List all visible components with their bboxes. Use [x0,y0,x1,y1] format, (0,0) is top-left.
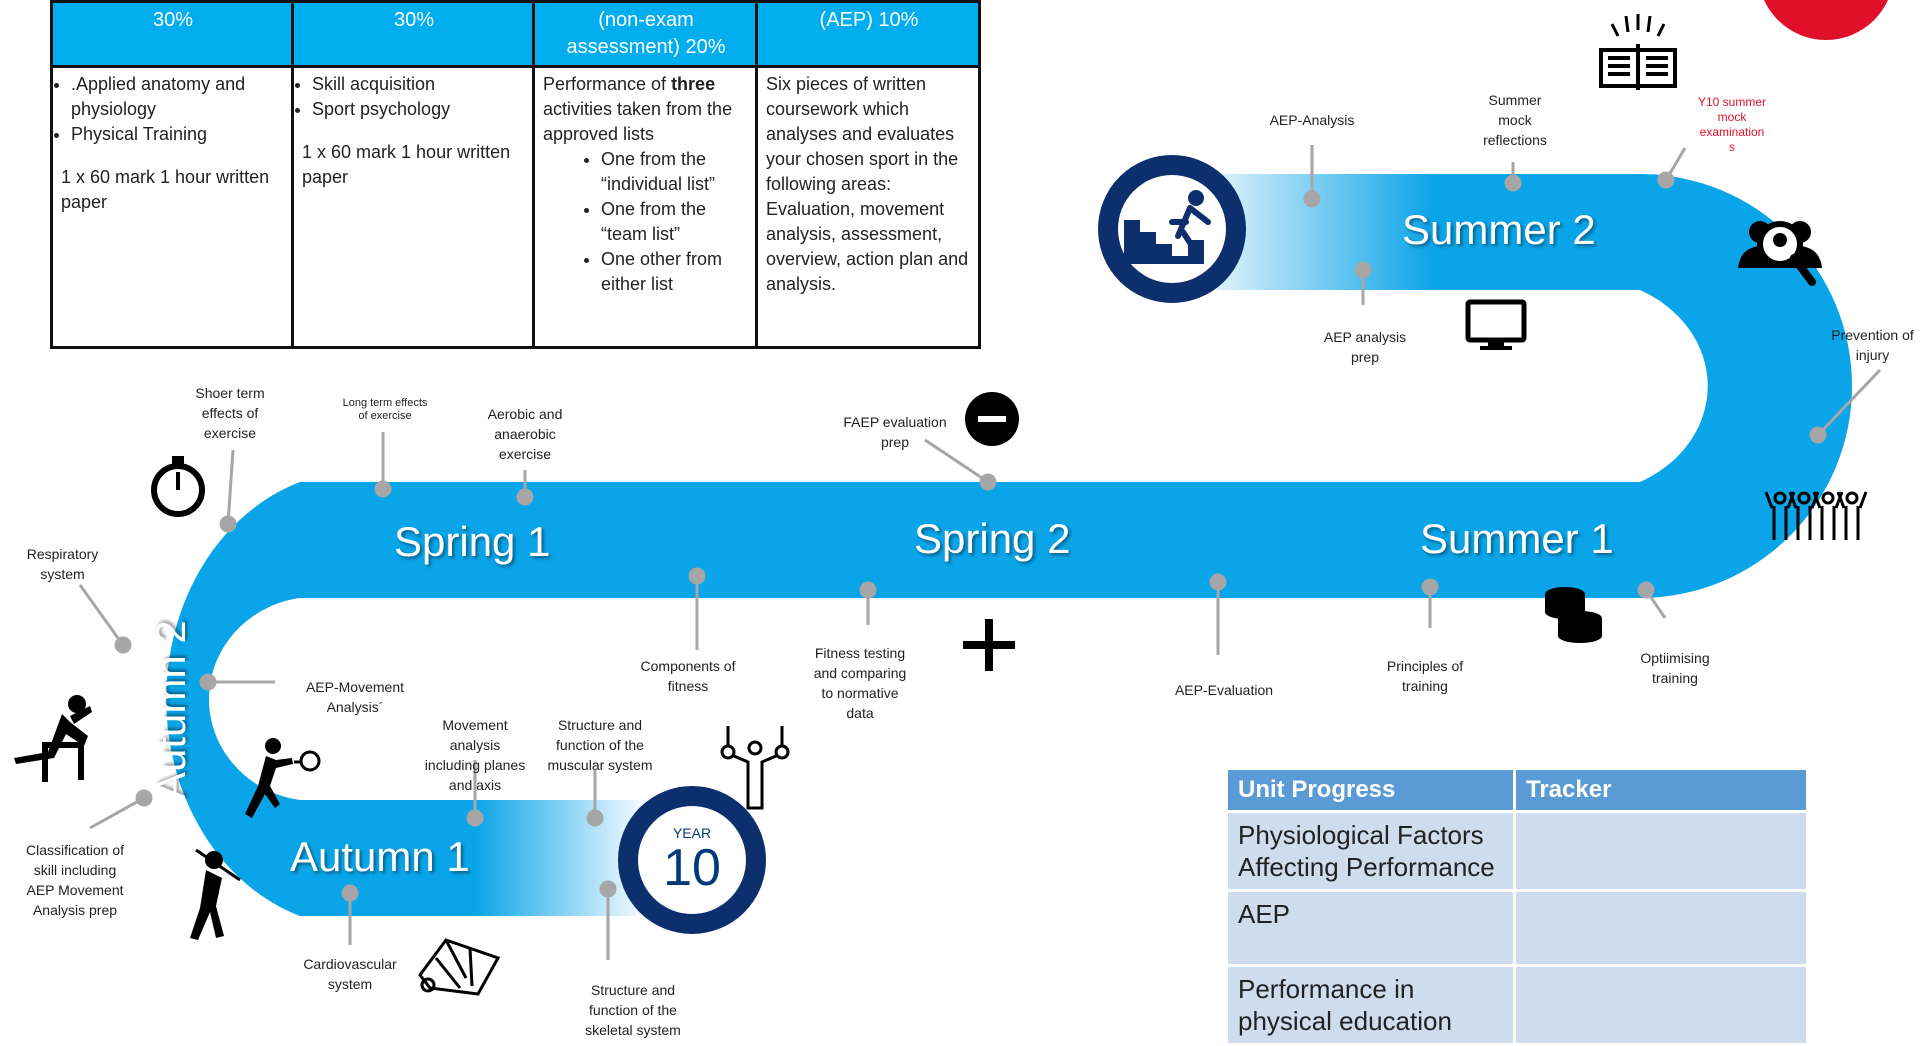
milestone-faep-evaluation-prep: FAEP evaluation prep [843,414,947,450]
milestone-movement-analysis: Movement analysis including planes and a… [424,717,526,793]
term-autumn1: Autumn 1 [290,833,470,880]
milestone-respiratory-system: Respiratory system [26,546,99,582]
stopwatch-icon [151,456,205,517]
component2-weight: 30% [291,0,535,68]
term-summer1: Summer 1 [1420,515,1614,562]
monitor-icon [1465,299,1527,350]
milestone-aerobic-anaerobic: Aerobic and anaerobic exercise [487,406,563,462]
term-autumn2: Autumn 2 [147,620,194,800]
milestone-prevention-of-injury: Prevention of injury [1831,327,1914,363]
golfer-icon [190,848,241,940]
component1-exam-note: 1 x 60 mark 1 hour written paper [61,167,270,212]
milestone-principles-of-training: Principles of training [1386,658,1464,694]
component4-cell: Six pieces of written coursework which a… [755,65,981,349]
search-people-icon [1738,221,1822,286]
component4-weight: (AEP) 10% [755,0,981,68]
component4-description: Six pieces of written coursework which a… [766,74,969,294]
tennis-player-icon [245,738,321,818]
component1-weight: 30% [50,0,294,68]
component3-weight: (non-exam assessment) 20% [532,0,758,68]
milestone-aep-analysis: AEP-Analysis [1269,112,1355,128]
tracker-cell[interactable] [1516,892,1806,964]
component2-topic: Skill acquisition [312,72,526,97]
component1-topic: Physical Training [71,122,285,147]
component3-intro: Performance of three activities taken fr… [543,74,733,144]
autumn-bend-road [166,482,330,916]
milestone-shorter-term-effects: Shoer term effects of exercise [195,385,265,441]
red-corner-decoration [1764,0,1888,40]
tracker-unit-name: AEP [1228,892,1513,964]
table-row: Performance in physical education [1228,967,1806,1043]
unit-progress-tracker: Unit Progress Tracker Physiological Fact… [1225,767,1809,1046]
tracker-unit-name: Performance in physical education [1228,967,1513,1043]
table-row: AEP [1228,892,1806,964]
tracker-header-tracker: Tracker [1516,770,1806,810]
milestone-cardiovascular: Cardiovascular system [303,956,397,992]
milestone-muscular-system: Structure and function of the muscular s… [547,717,653,773]
tracker-cell[interactable] [1516,813,1806,889]
component2-cell: Skill acquisition Sport psychology 1 x 6… [291,65,535,349]
team-icon [1764,491,1868,540]
milestone-y10-mock-exams: Y10 summer mock examination s [1697,95,1767,154]
coins-icon [1545,587,1602,643]
milestone-skeletal-system: Structure and function of the skeletal s… [585,982,681,1038]
component3-activity: One from the “team list” [601,197,749,247]
milestone-aep-analysis-prep: AEP analysis prep [1323,329,1407,365]
minus-circle-icon [965,392,1019,446]
course-table-body-row: .Applied anatomy and physiology Physical… [50,65,981,349]
tracker-cell[interactable] [1516,967,1806,1043]
component3-cell: Performance of three activities taken fr… [532,65,758,349]
tracker-unit-name: Physiological Factors Affecting Performa… [1228,813,1513,889]
component2-topic: Sport psychology [312,97,526,122]
component3-activity: One from the “individual list” [601,147,749,197]
milestone-optimising-training: Optiimising training [1640,650,1710,686]
plus-icon [963,619,1015,671]
term-spring1: Spring 1 [394,518,551,565]
milestone-aep-evaluation: AEP-Evaluation [1174,682,1274,698]
course-components-table: 30% 30% (non-exam assessment) 20% (AEP) … [50,0,981,349]
tracker-header-row: Unit Progress Tracker [1228,770,1806,810]
milestone-mock-reflections: Summer mock reflections [1483,92,1547,148]
year-badge-ring [618,786,766,934]
open-book-icon [1599,14,1677,90]
term-summer2: Summer 2 [1402,206,1596,253]
stairs-climber-icon [1098,155,1246,303]
year-badge-label: YEAR [672,825,712,841]
milestone-components-of-fitness: Components of fitness [640,658,736,694]
component1-topic: .Applied anatomy and physiology [71,72,285,122]
component1-cell: .Applied anatomy and physiology Physical… [50,65,294,349]
shuttlecock-icon [418,938,501,996]
term-spring2: Spring 2 [914,515,1071,562]
milestone-fitness-testing: Fitness testing and comparing to normati… [813,645,907,721]
summer2-road [1180,174,1642,290]
course-table-header-row: 30% 30% (non-exam assessment) 20% (AEP) … [50,0,981,68]
hurdler-icon [14,695,92,782]
gymnast-rings-icon [720,726,790,810]
milestone-classification: Classification of skill including AEP Mo… [25,842,125,918]
milestone-long-term-effects: Long term effects of exercise [342,397,428,422]
milestone-aep-movement-analysis: AEP-Movement Analysis´ [305,679,405,715]
table-row: Physiological Factors Affecting Performa… [1228,813,1806,889]
tracker-header-unit: Unit Progress [1228,770,1513,810]
year-badge-number: 10 [663,839,721,897]
component3-activity: One other from either list [601,247,749,297]
component2-exam-note: 1 x 60 mark 1 hour written paper [302,142,511,187]
summer-bend-road [1640,174,1852,598]
